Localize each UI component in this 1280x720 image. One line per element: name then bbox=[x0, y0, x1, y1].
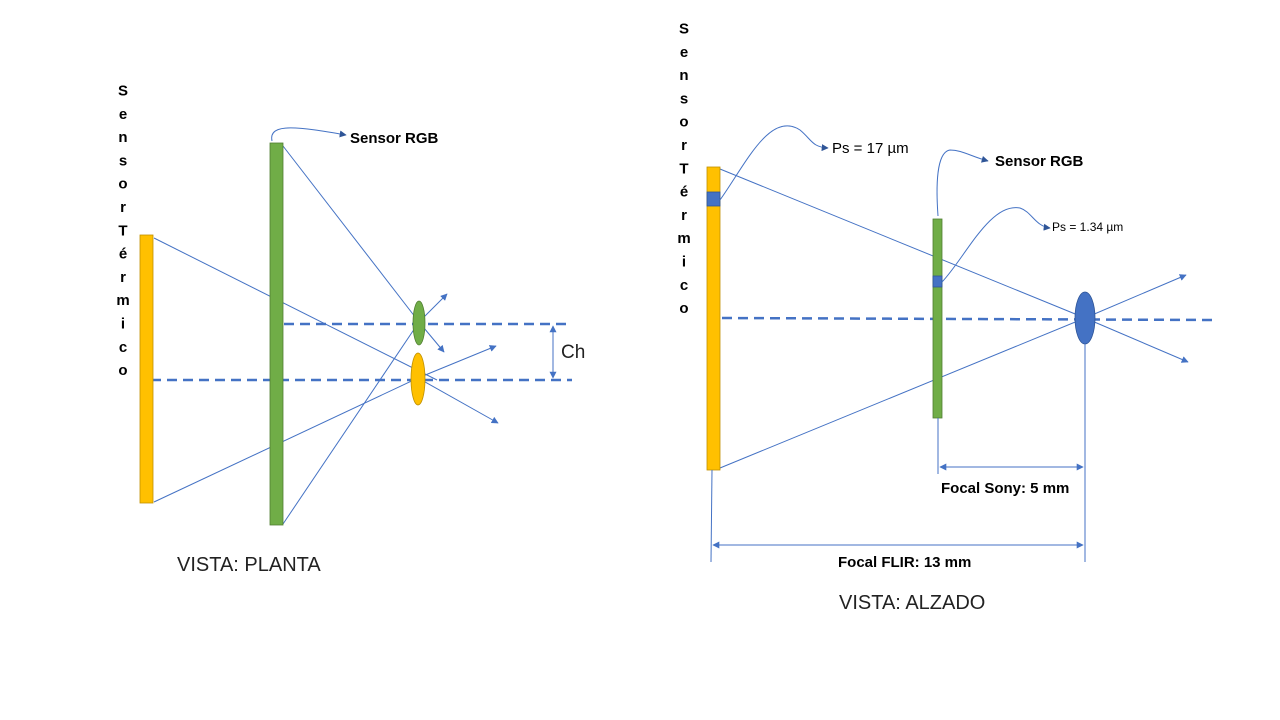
alzado-focal-flir-label: Focal FLIR: 13 mm bbox=[838, 554, 971, 571]
planta-sensor-rgb-label: Sensor RGB bbox=[350, 130, 439, 147]
alzado-focal-flir-ext-left bbox=[710, 469, 713, 563]
alzado-ps-rgb-label: Ps = 1.34 µm bbox=[1052, 220, 1123, 234]
planta-rgb-lens bbox=[412, 300, 426, 346]
alzado-ray-bottom bbox=[719, 317, 1086, 469]
alzado-sensor-rgb-label: Sensor RGB bbox=[995, 153, 1084, 170]
alzado-exit-ray-up bbox=[1084, 274, 1187, 319]
alzado-rgb-pixel bbox=[932, 275, 943, 288]
planta-ray-rgb-top bbox=[282, 145, 420, 323]
planta-ray-thermal-top bbox=[153, 237, 438, 381]
alzado-thermal-sensor-label: SensorTérmico bbox=[676, 21, 693, 324]
alzado-ps-rgb-callout bbox=[941, 207, 1051, 283]
alzado-ray-top bbox=[719, 168, 1086, 319]
planta-ray-rgb-bottom bbox=[282, 321, 420, 525]
alzado-exit-ray-down bbox=[1084, 317, 1189, 363]
alzado-rgb-callout-arrow bbox=[936, 149, 989, 217]
planta-view-label: VISTA: PLANTA bbox=[177, 554, 321, 576]
alzado-view: Ps = 17 µm Sensor RGB Ps = 1.34 µm Senso… bbox=[676, 21, 1213, 614]
planta-thermal-lens bbox=[410, 352, 426, 406]
planta-rgb-callout-arrow bbox=[271, 127, 347, 142]
alzado-view-label: VISTA: ALZADO bbox=[839, 592, 985, 614]
alzado-thermal-sensor bbox=[706, 166, 721, 471]
planta-thermal-sensor-label: SensorTérmico bbox=[115, 83, 132, 386]
alzado-rgb-sensor bbox=[932, 218, 943, 419]
alzado-lens bbox=[1074, 291, 1096, 345]
planta-rgb-sensor bbox=[269, 142, 284, 526]
planta-ch-label: Ch bbox=[561, 342, 585, 363]
alzado-thermal-pixel bbox=[706, 191, 721, 207]
alzado-ps-thermal-callout bbox=[719, 125, 829, 201]
planta-view: Ch Sensor RGB SensorTérmico VISTA: PLANT… bbox=[115, 83, 586, 576]
alzado-ps-thermal-label: Ps = 17 µm bbox=[832, 140, 909, 157]
planta-ray-thermal-bottom bbox=[153, 377, 419, 503]
planta-exit-ray-4 bbox=[417, 377, 499, 424]
planta-thermal-sensor bbox=[139, 234, 154, 504]
planta-exit-ray-3 bbox=[417, 345, 497, 379]
alzado-optical-axis bbox=[721, 316, 1213, 322]
alzado-focal-sony-label: Focal Sony: 5 mm bbox=[941, 480, 1069, 497]
